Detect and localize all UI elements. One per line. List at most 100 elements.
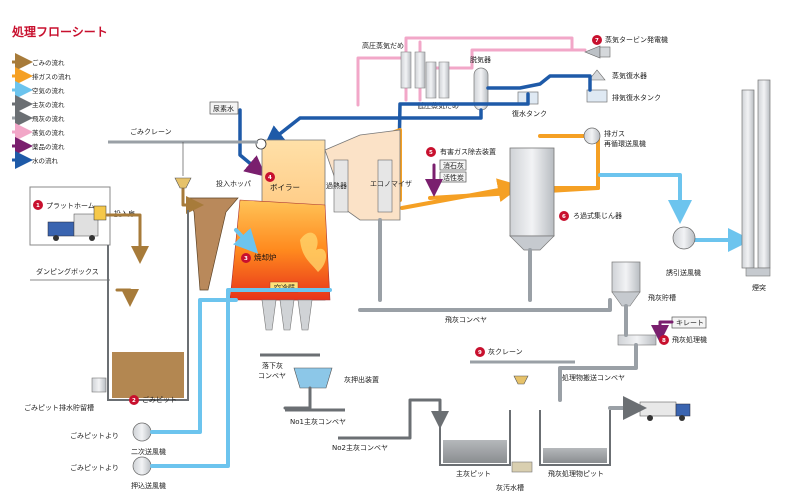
legend-item-fly-ash: 飛灰の流れ bbox=[12, 109, 65, 127]
charging-door-panel bbox=[93, 205, 107, 221]
garbage-flow-1 bbox=[105, 213, 149, 264]
ash-pit: 主灰ピット bbox=[439, 410, 511, 478]
urea-label: 尿素水 bbox=[213, 104, 234, 113]
legend-item-air: 空気の流れ bbox=[12, 81, 65, 99]
legend-item-garbage: ごみの流れ bbox=[12, 53, 65, 71]
truck-wheel bbox=[53, 235, 59, 241]
garbage-crane: ごみクレーン bbox=[108, 127, 258, 189]
ash-crane-number: 9 bbox=[478, 350, 482, 356]
air-inlet-arrow bbox=[233, 228, 259, 254]
pit-water-tank bbox=[91, 377, 107, 393]
legend-label: 水の流れ bbox=[32, 156, 59, 165]
water-line-feed bbox=[263, 108, 483, 147]
legend-item-steam: 蒸気の流れ bbox=[12, 123, 65, 141]
steam-line-main bbox=[356, 36, 574, 107]
grate-hopper bbox=[279, 299, 295, 331]
secondary-fan-body bbox=[132, 422, 152, 442]
pit-number-marker bbox=[129, 395, 139, 405]
ash-water-tank-label: 灰汚水槽 bbox=[496, 483, 524, 492]
forced-fan-body bbox=[132, 456, 152, 476]
ash-pit-label: 主灰ピット bbox=[456, 469, 491, 478]
boiler-label: ボイラー bbox=[270, 183, 300, 192]
hopper-label: 投入ホッパ bbox=[216, 179, 251, 188]
secondary-air-line bbox=[150, 298, 238, 434]
slaked-lime-box bbox=[439, 159, 467, 171]
condenser: 蒸気復水器 排気復水タンク bbox=[586, 69, 661, 103]
grate-hopper bbox=[297, 299, 313, 331]
turbine-generator: 7 蒸気タービン発電機 bbox=[584, 35, 668, 59]
truck-wheel bbox=[89, 235, 95, 241]
garbage-truck-cab bbox=[47, 221, 75, 237]
water-line-condensate bbox=[486, 74, 592, 92]
pit-water-tank-label: ごみピット排水貯留槽 bbox=[24, 403, 94, 412]
furnace-number-marker bbox=[241, 253, 251, 263]
induced-fan-label: 誘引送風機 bbox=[666, 268, 701, 277]
gas-removal-unit: 5 有害ガス除去装置 消石灰 活性炭 bbox=[425, 147, 496, 197]
stack: 煙突 bbox=[741, 79, 771, 292]
ash-truck bbox=[608, 396, 691, 421]
forced-fan: ごみピットより 押込送風機 bbox=[70, 456, 166, 490]
furnace: 3 焼却炉 空冷壁 bbox=[229, 199, 331, 301]
condensate-tank-label: 排気復水タンク bbox=[612, 93, 661, 102]
ash-crane: 9 灰クレーン bbox=[470, 347, 575, 385]
garbage-flow-3 bbox=[181, 186, 204, 214]
pit-label: ごみピット bbox=[142, 395, 177, 404]
steam-drum bbox=[255, 138, 267, 150]
ash-water-tank: 灰汚水槽 bbox=[496, 461, 533, 492]
flame-shape bbox=[300, 232, 327, 272]
ash-crane-grab bbox=[513, 375, 529, 385]
legend-label: 排ガスの流れ bbox=[32, 72, 72, 81]
fly-treat-number-marker bbox=[659, 335, 669, 345]
truck-wheel bbox=[679, 415, 685, 421]
lp-header-pipe bbox=[425, 61, 437, 99]
legend-item-exhaust: 排ガスの流れ bbox=[12, 67, 72, 85]
legend-item-water: 水の流れ bbox=[12, 151, 59, 169]
air-lines bbox=[150, 228, 332, 468]
fly-ash-silo: 飛灰貯槽 bbox=[611, 261, 676, 307]
ash-extractor: 灰押出装置 bbox=[293, 367, 379, 389]
fly-treat-number: 8 bbox=[662, 338, 666, 344]
induced-fan: 誘引送風機 bbox=[666, 226, 701, 277]
urea-feed-line bbox=[238, 108, 267, 177]
turbine-label: 蒸気タービン発電機 bbox=[605, 35, 668, 44]
bag-filter-number: 6 bbox=[562, 214, 566, 220]
grate-hopper bbox=[261, 299, 277, 331]
ash-extractor-body bbox=[293, 367, 333, 389]
chelate-supply: キレート bbox=[651, 316, 707, 343]
induced-fan-body bbox=[672, 226, 696, 250]
garbage-flow-2 bbox=[115, 288, 139, 307]
fly-silo-hopper bbox=[611, 291, 641, 307]
boiler-number-marker bbox=[265, 172, 275, 182]
legend-item-chemical: 薬品の流れ bbox=[12, 137, 65, 155]
platform-label: プラットホーム bbox=[46, 202, 95, 210]
stack-label: 煙突 bbox=[752, 283, 766, 292]
ash-truck-body bbox=[639, 401, 677, 417]
legend-label: ごみの流れ bbox=[32, 58, 65, 67]
recirc-fan-body bbox=[583, 127, 601, 145]
legend-label: 飛灰の流れ bbox=[32, 114, 65, 123]
from-pit-label-2: ごみピットより bbox=[70, 463, 119, 472]
treated-conveyor-label: 処理物搬送コンベヤ bbox=[562, 373, 625, 382]
recirc-fan-label-2: 再循環送風機 bbox=[604, 139, 646, 148]
page-title: 処理フローシート bbox=[11, 24, 108, 39]
falling-ash-label-2: コンベヤ bbox=[258, 372, 286, 380]
fly-treat-label: 飛灰処理機 bbox=[672, 335, 707, 344]
legend-label: 空気の流れ bbox=[32, 86, 65, 95]
legend-label: 主灰の流れ bbox=[32, 100, 65, 109]
slaked-lime-label: 消石灰 bbox=[443, 161, 464, 170]
stack-flue bbox=[741, 89, 755, 269]
ash-pit-wall bbox=[439, 410, 511, 466]
garbage-arrows bbox=[105, 186, 204, 307]
furnace-flame bbox=[229, 199, 331, 301]
lp-header-pipe bbox=[438, 61, 450, 99]
steam-line-lp bbox=[428, 48, 587, 80]
fly-ash-treatment: 8 飛灰処理機 処理物搬送コンベヤ bbox=[558, 304, 707, 402]
hp-drum-label: 高圧蒸気だめ bbox=[362, 41, 404, 50]
fly-pit-wall bbox=[539, 410, 611, 466]
platform-number-marker bbox=[33, 200, 43, 210]
fly-pit: 飛灰処理物ピット bbox=[539, 410, 611, 478]
gas-removal-label: 有害ガス除去装置 bbox=[440, 147, 496, 156]
from-pit-label-1: ごみピットより bbox=[70, 431, 119, 440]
pit-wall bbox=[107, 210, 189, 401]
